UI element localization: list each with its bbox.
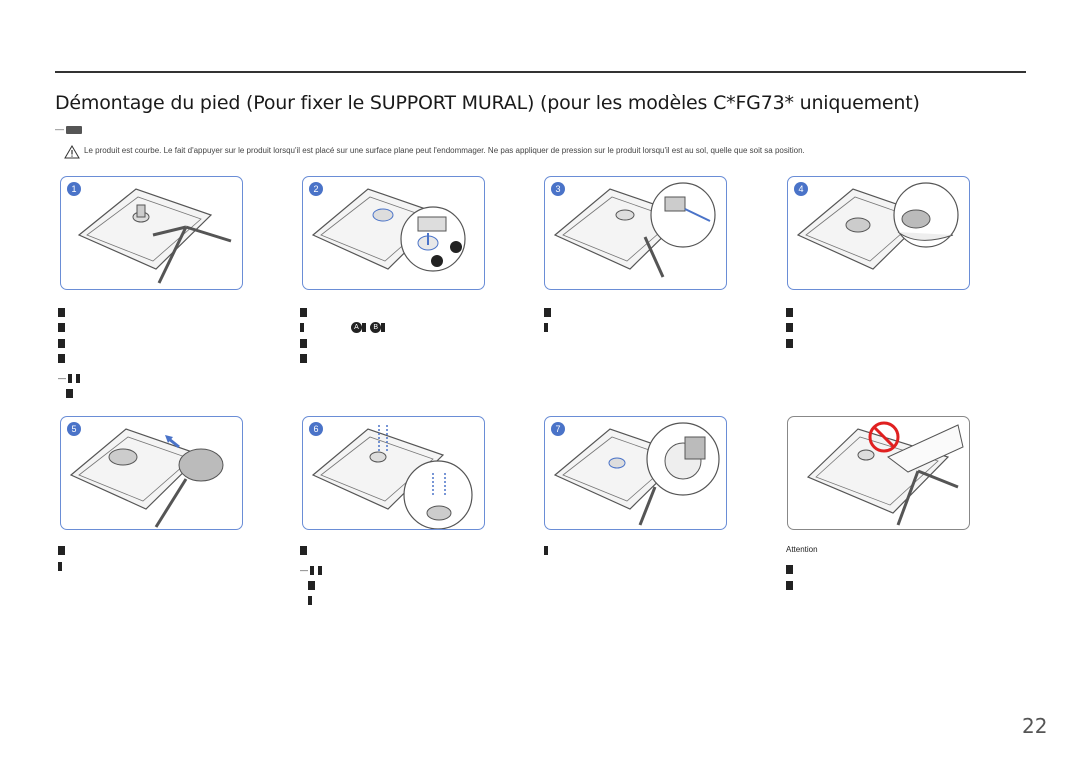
step-6-note-line — [308, 580, 317, 592]
warning-icon — [64, 145, 80, 159]
step-5-text-line — [58, 545, 67, 557]
marker-a-icon: A — [351, 322, 362, 334]
marker-b-icon: B — [370, 322, 382, 334]
step-3-illustration — [544, 176, 727, 290]
note-marker: — — [55, 124, 64, 134]
step-4-text-line — [786, 307, 795, 319]
step-2-text-line — [300, 338, 309, 350]
note-icon — [66, 126, 82, 134]
header-rule — [55, 71, 1026, 73]
step-badge-3: 3 — [551, 182, 565, 196]
step-1-text-line — [58, 307, 67, 319]
step-4-text-line — [786, 322, 795, 334]
step-4-illustration — [787, 176, 970, 290]
incorrect-handling-illustration — [787, 416, 970, 530]
step-6-illustration — [302, 416, 485, 530]
step-1-note-line: — — [58, 373, 82, 385]
page-title: Démontage du pied (Pour fixer le SUPPORT… — [55, 92, 920, 114]
step-badge-4: 4 — [794, 182, 808, 196]
page-number: 22 — [1022, 714, 1048, 738]
step-2-text-line: A B — [300, 322, 387, 334]
step-6-note-line: — — [300, 565, 324, 577]
step-badge-2: 2 — [309, 182, 323, 196]
step-2-text-line — [300, 307, 309, 319]
step-1-text-line — [58, 338, 67, 350]
step-6-note-line — [308, 595, 314, 607]
step-6-text-line — [300, 545, 309, 557]
step-2-illustration — [302, 176, 485, 290]
step-badge-6: 6 — [309, 422, 323, 436]
attention-text-line — [786, 564, 795, 576]
step-2-text-line — [300, 353, 309, 365]
step-1-note-line — [66, 388, 75, 400]
step-7-illustration — [544, 416, 727, 530]
step-5-text-line — [58, 561, 64, 573]
step-3-text-line — [544, 307, 553, 319]
step-1-illustration — [60, 176, 243, 290]
attention-text-line — [786, 580, 795, 592]
step-5-illustration — [60, 416, 243, 530]
step-4-text-line — [786, 338, 795, 350]
step-badge-5: 5 — [67, 422, 81, 436]
attention-heading: Attention — [786, 545, 818, 554]
prohibited-icon — [868, 421, 900, 453]
step-7-text-line — [544, 545, 550, 557]
step-3-text-line — [544, 322, 550, 334]
caution-text: Le produit est courbe. Le fait d'appuyer… — [84, 146, 805, 155]
step-1-text-line — [58, 322, 67, 334]
step-badge-7: 7 — [551, 422, 565, 436]
step-1-text-line — [58, 353, 67, 365]
step-badge-1: 1 — [67, 182, 81, 196]
